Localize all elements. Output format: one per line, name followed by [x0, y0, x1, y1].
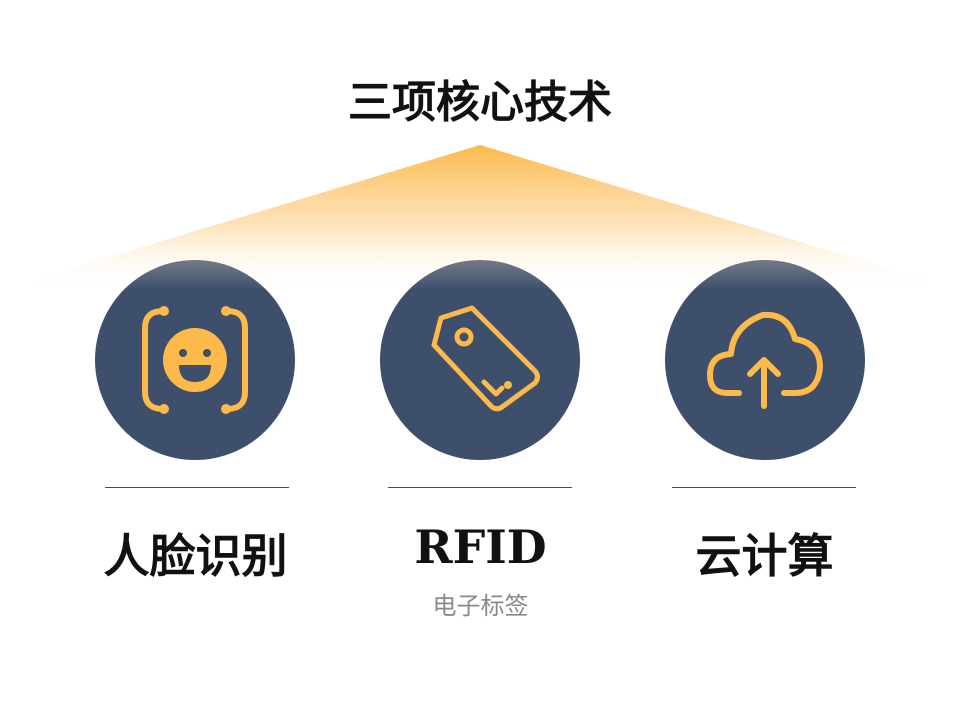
divider-rfid	[388, 487, 572, 488]
rfid-circle	[380, 260, 580, 460]
cloud-computing-label: 云计算	[695, 529, 834, 583]
face-recognition-label: 人脸识别	[103, 529, 288, 583]
divider-face	[105, 487, 289, 488]
face-recognition-icon	[142, 306, 248, 414]
rfid-sublabel: 电子标签	[432, 592, 529, 620]
roof-triangle	[0, 145, 960, 290]
divider-cloud	[672, 487, 856, 488]
tag-icon	[431, 305, 540, 412]
cloud-upload-icon	[707, 311, 823, 409]
rfid-label: RFID	[414, 520, 547, 574]
page-title: 三项核心技术	[348, 77, 612, 128]
